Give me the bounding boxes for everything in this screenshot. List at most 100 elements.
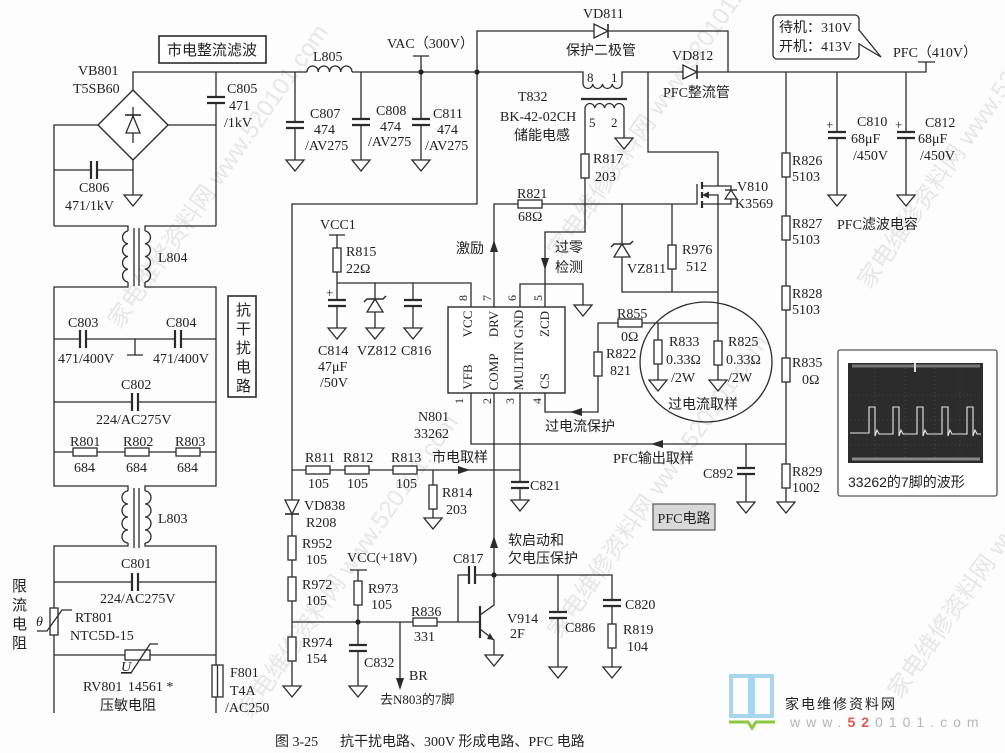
book-icon bbox=[729, 674, 775, 731]
F801-ref: F801 bbox=[230, 666, 259, 681]
rectifier-filter-title-box bbox=[158, 35, 267, 64]
resistor-R829 bbox=[781, 463, 791, 489]
C810-ref: C810 bbox=[857, 115, 887, 130]
R828-ref: R828 bbox=[792, 287, 822, 302]
standby-voltage: 待机：310V bbox=[779, 20, 852, 36]
R815-ref: R815 bbox=[346, 245, 376, 260]
R826-ref: R826 bbox=[792, 154, 822, 169]
R815-value: 22Ω bbox=[346, 262, 370, 277]
R821-value: 68Ω bbox=[518, 210, 542, 225]
ic-pin-name: VFB bbox=[460, 364, 475, 390]
pfc-output-sampling-note: PFC输出取样 bbox=[613, 451, 694, 467]
ic-pin-name: MULTIN bbox=[511, 341, 526, 391]
resistor-R815 bbox=[332, 247, 342, 273]
C820-ref: C820 bbox=[625, 598, 655, 613]
oscilloscope-screen bbox=[848, 363, 983, 463]
C816-ref: C816 bbox=[401, 344, 431, 359]
C804-ref: C804 bbox=[166, 316, 196, 331]
ground-icon bbox=[573, 304, 593, 317]
vac-rail-label: VAC（300V） bbox=[387, 36, 474, 52]
ic-pin-name: CS bbox=[537, 373, 552, 389]
RT801-ref: RT801 bbox=[75, 611, 113, 626]
fuse-F801 bbox=[211, 664, 224, 698]
capacitor-C820 bbox=[600, 598, 624, 608]
C801-value: 224/AC275V bbox=[100, 592, 175, 607]
emi-filter-title-box bbox=[227, 295, 257, 398]
resistor-R828 bbox=[781, 285, 791, 311]
R825-ref: R825 bbox=[728, 335, 758, 350]
T832-pin1: 1 bbox=[611, 70, 618, 85]
R835-ref: R835 bbox=[792, 356, 822, 371]
R811-ref: R811 bbox=[305, 451, 335, 466]
ic-pin-number: 3 bbox=[503, 398, 517, 404]
R812-ref: R812 bbox=[343, 451, 373, 466]
R822-value: 821 bbox=[610, 364, 631, 379]
ic-pin-number: 8 bbox=[456, 295, 470, 301]
junction-dot bbox=[491, 572, 497, 578]
R803-value: 684 bbox=[177, 461, 198, 476]
wire-ic-gnd bbox=[519, 283, 584, 307]
wire-vz811 bbox=[621, 204, 718, 293]
C814-polarity: + bbox=[326, 285, 333, 300]
resistor-R833 bbox=[653, 339, 663, 365]
junction-dot bbox=[355, 619, 361, 625]
VB801-ref: VB801 bbox=[78, 64, 118, 79]
ground-icon bbox=[351, 159, 371, 172]
T832-part: BK-42-02CH bbox=[500, 110, 576, 125]
watermark-text: 家电维修资料网 www.520101.com bbox=[103, 20, 334, 334]
ic-pin-number: 2 bbox=[480, 398, 494, 404]
ground-icon bbox=[776, 501, 796, 514]
ground-icon bbox=[736, 501, 756, 514]
common-mode-choke-L803 bbox=[121, 488, 152, 548]
pfc-filter-capacitors-note: PFC滤波电容 bbox=[837, 216, 918, 233]
R811-value: 105 bbox=[308, 477, 329, 492]
ic-body bbox=[447, 306, 566, 394]
overcurrent-sampling-outline bbox=[639, 301, 773, 423]
resistor-R817 bbox=[580, 153, 590, 179]
R819-value: 104 bbox=[627, 640, 648, 655]
vcc18-label: VCC(+18V) bbox=[347, 551, 417, 566]
C812-rating: /450V bbox=[920, 149, 955, 164]
pfc-rectifier-note: PFC整流管 bbox=[663, 85, 730, 101]
capacitor-C811 bbox=[409, 117, 433, 127]
C807-rating: /AV275 bbox=[305, 139, 348, 154]
resistor-R814 bbox=[428, 484, 438, 510]
ground-icon bbox=[827, 194, 847, 207]
VD838-ref: VD838 bbox=[304, 499, 345, 514]
R829-ref: R829 bbox=[792, 465, 822, 480]
emi-filter-title: 抗干扰电路 bbox=[234, 302, 251, 397]
R812-value: 105 bbox=[347, 477, 368, 492]
L803-ref: L803 bbox=[158, 512, 188, 527]
capacitor-C886 bbox=[546, 610, 570, 620]
R814-ref: R814 bbox=[442, 486, 472, 501]
diode-VD811 bbox=[593, 23, 609, 39]
arrow-up-icon bbox=[490, 240, 498, 252]
arrow-down-icon bbox=[541, 258, 549, 270]
logo-url: www.520101.com bbox=[789, 714, 985, 730]
pfc-rail-label: PFC（410V） bbox=[893, 45, 977, 61]
logo-name: 家电维修资料网 bbox=[785, 696, 897, 713]
R801-value: 684 bbox=[74, 461, 95, 476]
R952-value: 105 bbox=[306, 553, 327, 568]
R833-ref: R833 bbox=[669, 335, 699, 350]
ground-icon bbox=[648, 379, 668, 392]
T832-ref: T832 bbox=[518, 90, 548, 105]
ground-icon bbox=[285, 159, 305, 172]
pfc-circuit-title-box bbox=[652, 503, 716, 531]
VZ811-ref: VZ811 bbox=[627, 262, 666, 277]
capacitor-C812 bbox=[894, 130, 918, 140]
C810-value: 68μF bbox=[851, 132, 881, 147]
bridge-rectifier-VB801 bbox=[97, 89, 169, 161]
capacitor-C805 bbox=[204, 95, 228, 105]
L804-ref: L804 bbox=[158, 251, 188, 266]
VD811-ref: VD811 bbox=[583, 7, 624, 22]
protection-diode-note: 保护二极管 bbox=[566, 43, 636, 59]
wire-bridge-left bbox=[53, 124, 98, 226]
RV801-ref: RV801 bbox=[83, 680, 122, 695]
capacitor-C807 bbox=[283, 120, 307, 130]
C832-ref: C832 bbox=[364, 656, 394, 671]
mains-sampling-note: 市电取样 bbox=[432, 449, 488, 466]
VD838-part: R208 bbox=[306, 516, 336, 531]
R973-value: 105 bbox=[371, 598, 392, 613]
